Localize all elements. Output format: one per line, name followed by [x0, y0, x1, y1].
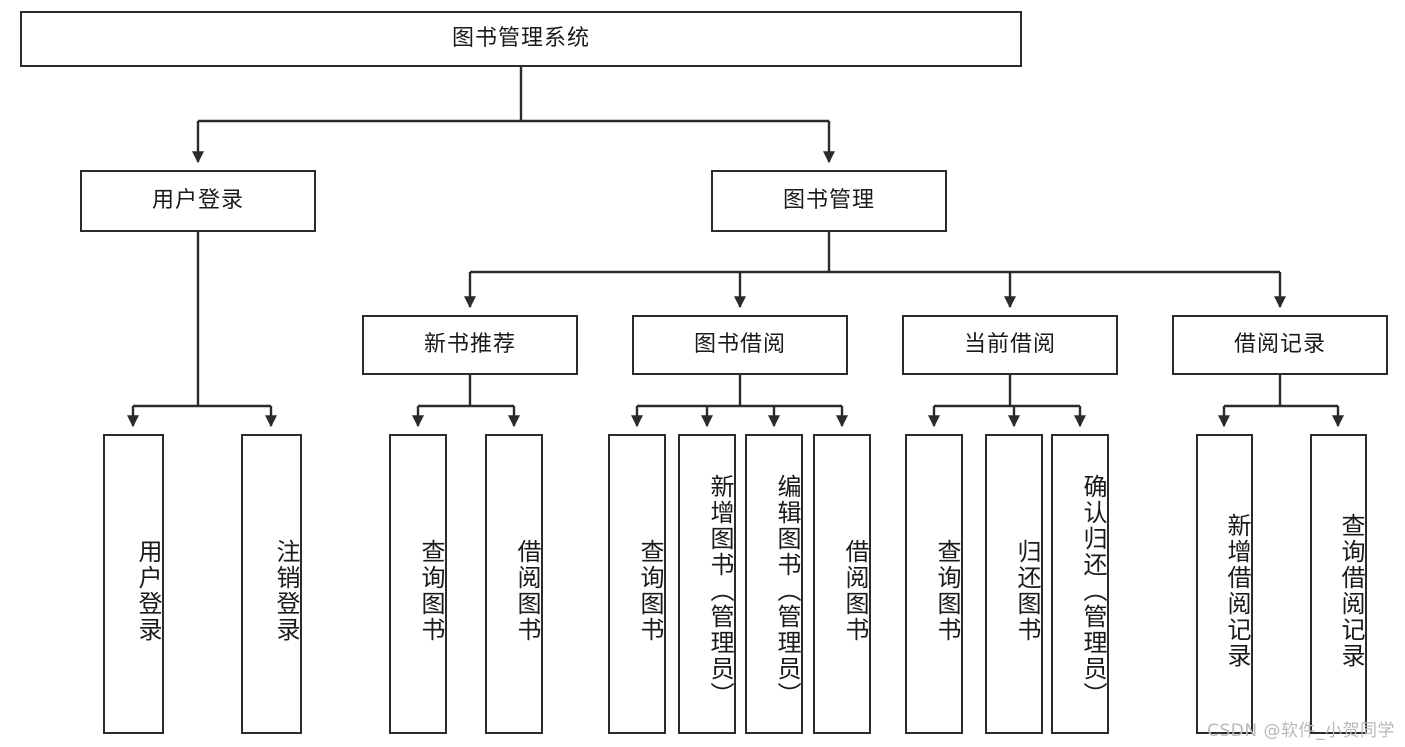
node-leaf-add-book[interactable]: 新增图书（管理员）: [678, 434, 736, 734]
node-root[interactable]: 图书管理系统: [20, 11, 1022, 67]
node-book-borrow-label: 图书借阅: [693, 331, 786, 357]
node-leaf-user-login[interactable]: 用户登录: [103, 434, 164, 734]
node-user-login-label: 用户登录: [151, 187, 244, 213]
node-leaf-query-borrow-record[interactable]: 查询借阅记录: [1310, 434, 1367, 734]
node-new-book-recommend-label: 新书推荐: [423, 331, 516, 357]
node-leaf-query-book-1-label: 查询图书: [417, 539, 445, 643]
node-leaf-edit-book-label: 编辑图书（管理员）: [773, 474, 801, 708]
watermark: CSDN @软件_小贺同学: [1207, 721, 1395, 741]
node-leaf-add-book-label: 新增图书（管理员）: [706, 474, 734, 708]
node-user-login[interactable]: 用户登录: [80, 170, 316, 232]
node-leaf-logout-login-label: 注销登录: [272, 539, 300, 643]
node-leaf-user-login-label: 用户登录: [134, 539, 162, 643]
node-leaf-query-book-3-label: 查询图书: [933, 539, 961, 643]
node-leaf-add-borrow-record-label: 新增借阅记录: [1223, 513, 1251, 669]
node-book-management[interactable]: 图书管理: [711, 170, 947, 232]
node-leaf-return-book[interactable]: 归还图书: [985, 434, 1043, 734]
node-leaf-return-book-label: 归还图书: [1013, 539, 1041, 643]
node-leaf-edit-book[interactable]: 编辑图书（管理员）: [745, 434, 803, 734]
node-leaf-query-book-1[interactable]: 查询图书: [389, 434, 447, 734]
node-leaf-query-book-2[interactable]: 查询图书: [608, 434, 666, 734]
node-borrow-record-label: 借阅记录: [1233, 331, 1326, 357]
node-leaf-add-borrow-record[interactable]: 新增借阅记录: [1196, 434, 1253, 734]
node-book-management-label: 图书管理: [782, 187, 875, 213]
node-leaf-borrow-book-1-label: 借阅图书: [513, 539, 541, 643]
node-book-borrow[interactable]: 图书借阅: [632, 315, 848, 375]
node-borrow-record[interactable]: 借阅记录: [1172, 315, 1388, 375]
node-current-borrow[interactable]: 当前借阅: [902, 315, 1118, 375]
node-leaf-confirm-return[interactable]: 确认归还（管理员）: [1051, 434, 1109, 734]
node-new-book-recommend[interactable]: 新书推荐: [362, 315, 578, 375]
node-leaf-query-book-3[interactable]: 查询图书: [905, 434, 963, 734]
node-leaf-borrow-book-1[interactable]: 借阅图书: [485, 434, 543, 734]
node-leaf-borrow-book-2[interactable]: 借阅图书: [813, 434, 871, 734]
node-leaf-query-book-2-label: 查询图书: [636, 539, 664, 643]
node-leaf-logout-login[interactable]: 注销登录: [241, 434, 302, 734]
node-leaf-confirm-return-label: 确认归还（管理员）: [1079, 474, 1107, 708]
node-root-label: 图书管理系统: [451, 25, 590, 51]
node-leaf-query-borrow-record-label: 查询借阅记录: [1337, 513, 1365, 669]
node-leaf-borrow-book-2-label: 借阅图书: [841, 539, 869, 643]
node-current-borrow-label: 当前借阅: [963, 331, 1056, 357]
